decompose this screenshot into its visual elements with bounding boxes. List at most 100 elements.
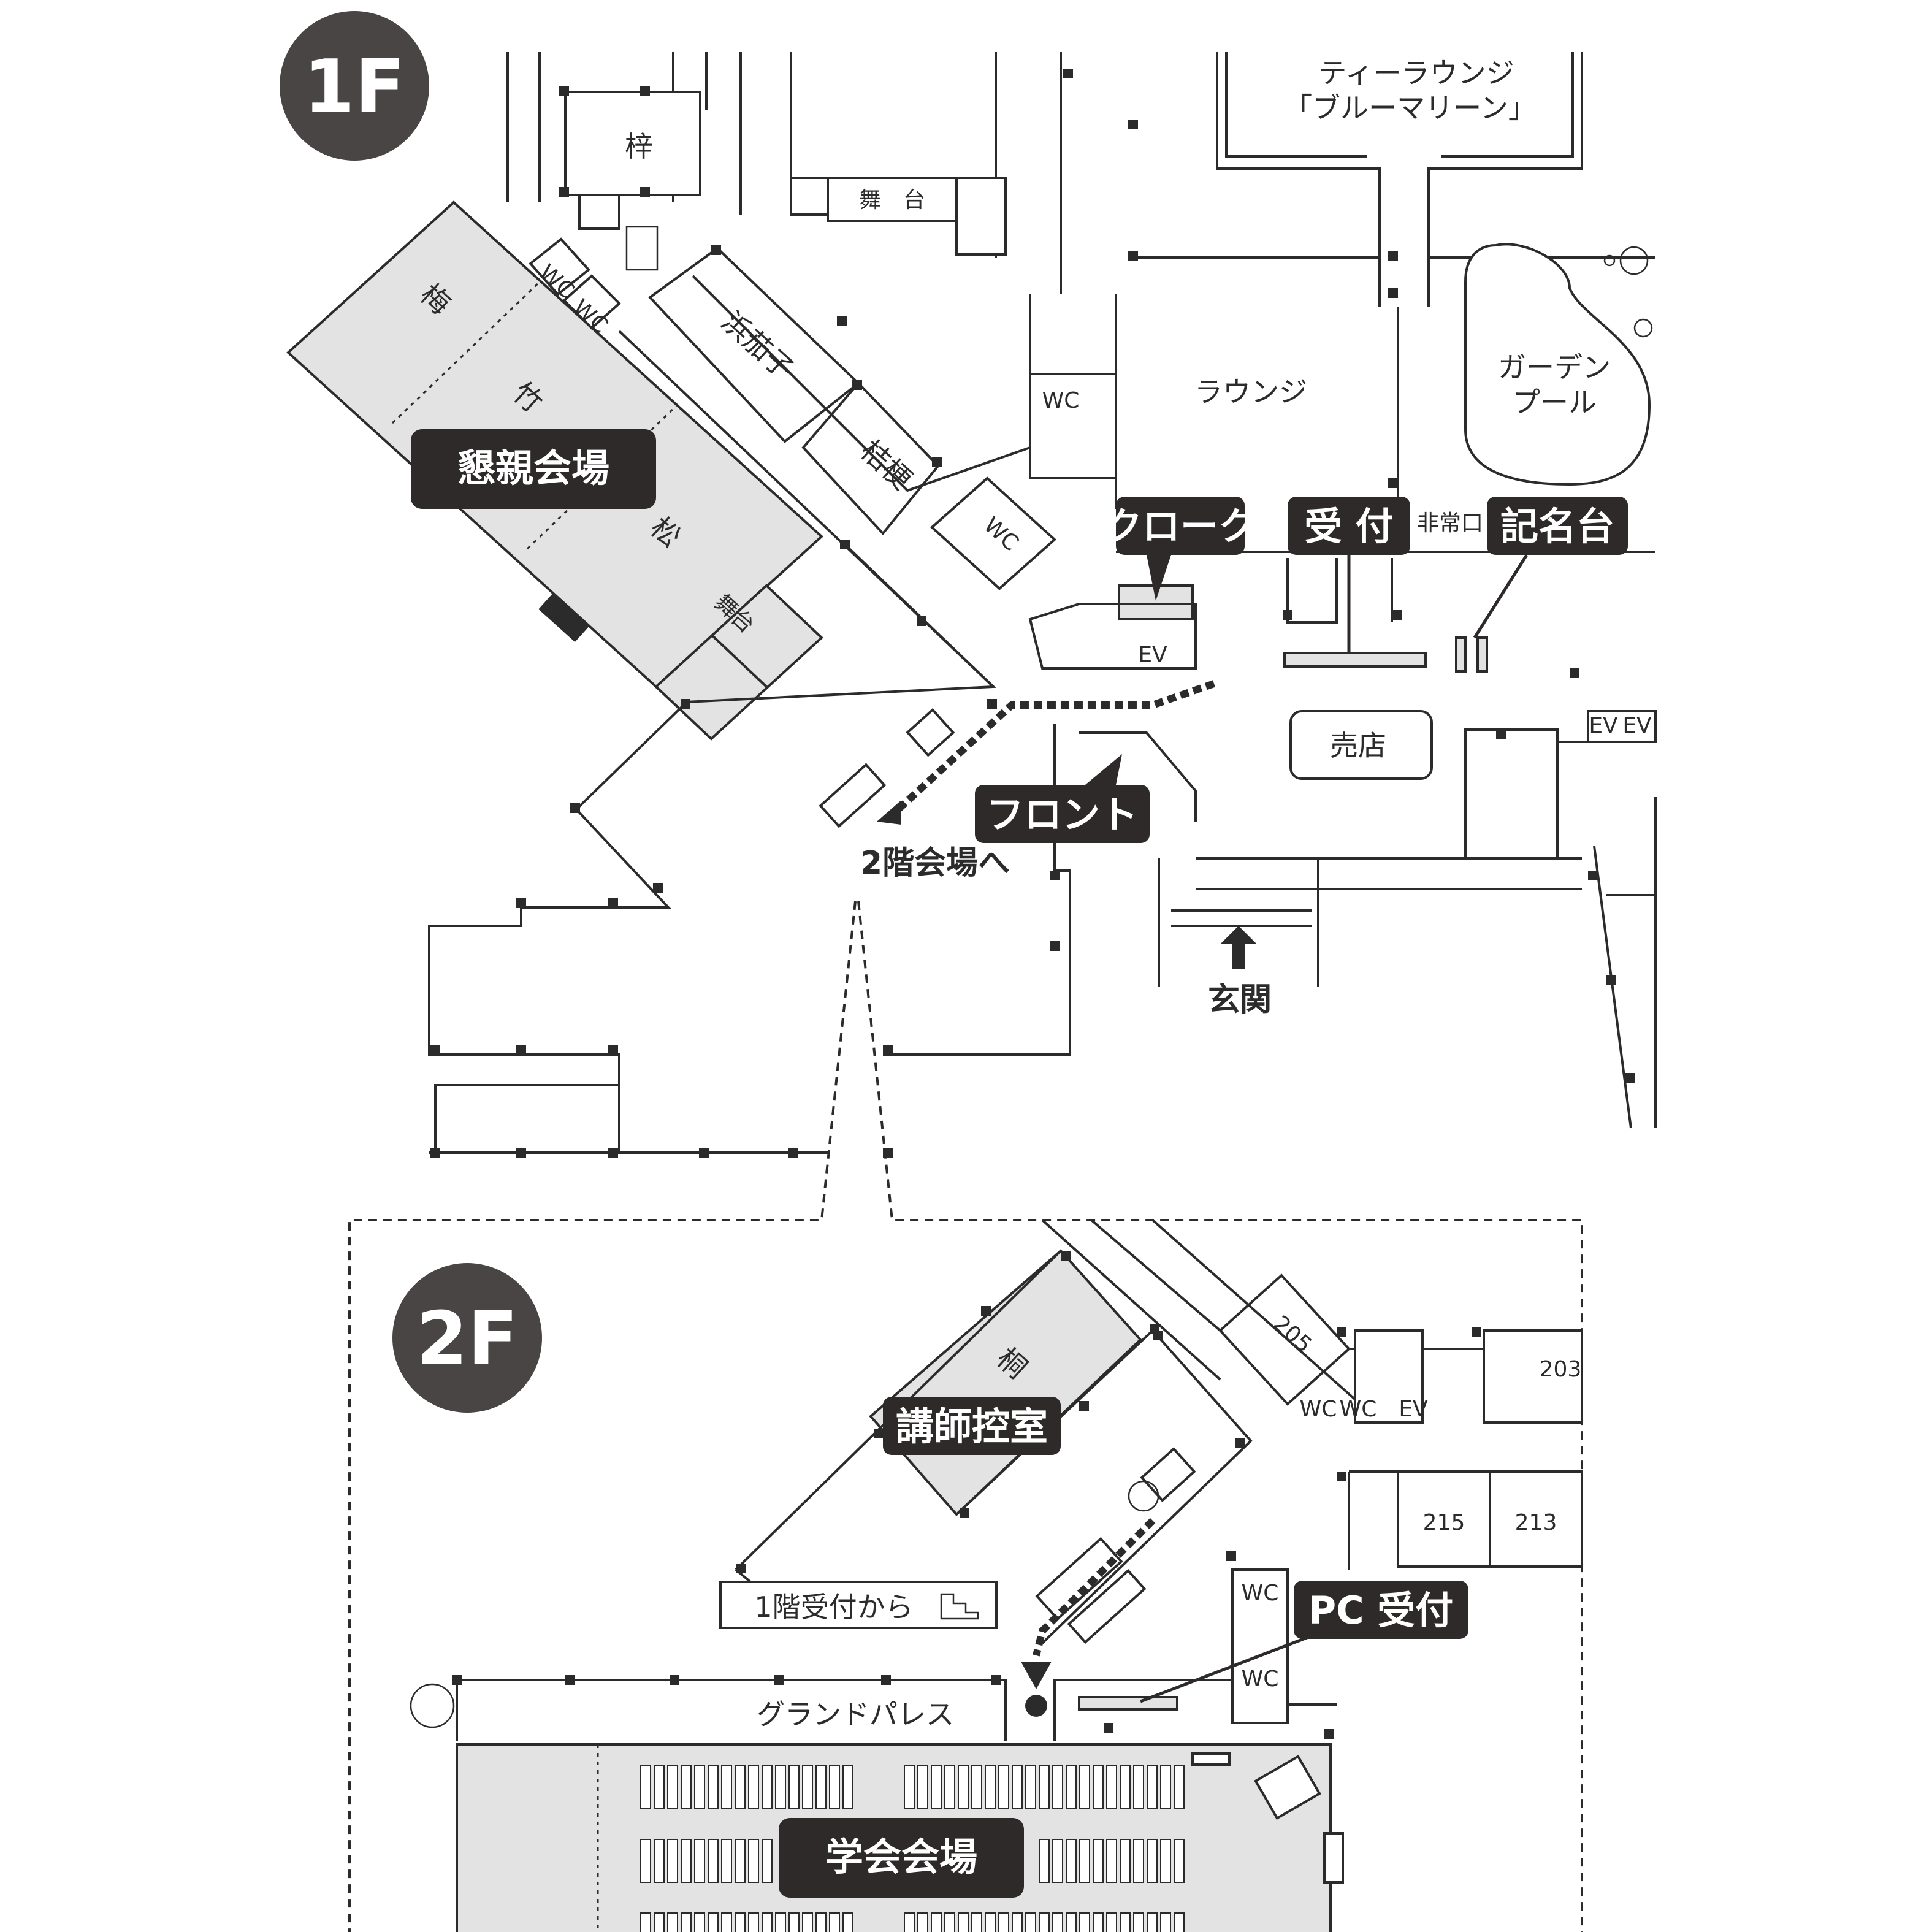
wc-mid bbox=[1029, 373, 1117, 479]
seat-column bbox=[681, 1765, 692, 1809]
route-2f bbox=[1033, 1518, 1156, 1657]
seat-column bbox=[1079, 1839, 1090, 1883]
svg-text:1階受付から: 1階受付から bbox=[754, 1590, 913, 1624]
floor-2-badge: 2F bbox=[392, 1263, 542, 1413]
seat-column bbox=[1147, 1839, 1158, 1883]
seat-column bbox=[904, 1765, 915, 1809]
wc-2f-1-label: WC bbox=[1300, 1397, 1337, 1422]
seat-column bbox=[721, 1912, 732, 1932]
room-215 bbox=[1397, 1470, 1491, 1568]
seat-column bbox=[654, 1912, 665, 1932]
connector-1f-2f bbox=[348, 901, 1583, 1932]
seat-column bbox=[748, 1912, 759, 1932]
seat-column bbox=[1147, 1765, 1158, 1809]
seat-column bbox=[1133, 1912, 1144, 1932]
registration-stand-1 bbox=[1455, 636, 1467, 673]
seat-column bbox=[1025, 1765, 1036, 1809]
wc-2f-2-label: WC bbox=[1340, 1397, 1377, 1422]
ev-label-1f: EV bbox=[1138, 643, 1167, 668]
seat-column bbox=[1160, 1765, 1171, 1809]
seat-column bbox=[681, 1839, 692, 1883]
tag-speaker-room: 講師控室 bbox=[883, 1397, 1061, 1455]
seat-column bbox=[998, 1765, 1009, 1809]
seat-column bbox=[1039, 1765, 1050, 1809]
garden-pool bbox=[1464, 243, 1651, 486]
grand-palace-label: グランドパレス bbox=[757, 1698, 954, 1731]
seat-column bbox=[1120, 1765, 1131, 1809]
tag-front: フロント bbox=[975, 754, 1150, 843]
wc-2f-3-label: WC bbox=[1242, 1581, 1279, 1606]
seat-column bbox=[1012, 1912, 1023, 1932]
destination-dot bbox=[1025, 1695, 1047, 1717]
emergency-exit-label: 非常口 bbox=[1417, 511, 1483, 536]
svg-text:フロント: フロント bbox=[986, 792, 1138, 837]
seat-column bbox=[958, 1765, 969, 1809]
seat-column bbox=[904, 1912, 915, 1932]
seat-column bbox=[762, 1912, 773, 1932]
seat-column bbox=[1079, 1765, 1090, 1809]
room-203 bbox=[1483, 1329, 1583, 1424]
seat-column bbox=[735, 1912, 746, 1932]
tag-cloak: クローク bbox=[1104, 497, 1256, 601]
seat-column bbox=[1106, 1839, 1117, 1883]
ev-2f-label: EV bbox=[1399, 1397, 1428, 1422]
wc-banquet-1 bbox=[529, 237, 590, 296]
room-215-label: 215 bbox=[1423, 1510, 1465, 1535]
seat-column bbox=[815, 1912, 827, 1932]
seat-column bbox=[971, 1912, 982, 1932]
seat-column bbox=[775, 1765, 786, 1809]
floor-1-badge: 1F bbox=[280, 11, 429, 161]
seat-column bbox=[748, 1765, 759, 1809]
seat-column bbox=[1133, 1839, 1144, 1883]
seat-column bbox=[985, 1912, 996, 1932]
shop-label: 売店 bbox=[1330, 729, 1386, 762]
seat-column bbox=[802, 1765, 813, 1809]
seat-column bbox=[1052, 1839, 1063, 1883]
svg-text:講師控室: 講師控室 bbox=[896, 1404, 1048, 1449]
stage-top-label: 舞 台 bbox=[859, 188, 925, 213]
ev-right bbox=[1587, 710, 1657, 743]
svg-text:1F: 1F bbox=[304, 45, 405, 130]
seat-column bbox=[708, 1765, 719, 1809]
tag-registration: 記名台 bbox=[1473, 497, 1628, 639]
seat-column bbox=[775, 1912, 786, 1932]
seat-column bbox=[640, 1765, 651, 1809]
seat-column bbox=[1066, 1912, 1077, 1932]
svg-text:記名台: 記名台 bbox=[1500, 504, 1614, 549]
seat-column bbox=[1012, 1765, 1023, 1809]
tag-party-hall: 懇親会場 bbox=[411, 429, 656, 509]
route-arrow-1f bbox=[877, 800, 901, 825]
seat-column bbox=[1147, 1912, 1158, 1932]
seat-column bbox=[1120, 1912, 1131, 1932]
seat-column bbox=[815, 1765, 827, 1809]
seat-column bbox=[721, 1765, 732, 1809]
svg-text:受 付: 受 付 bbox=[1304, 504, 1394, 549]
seat-column bbox=[842, 1912, 853, 1932]
garden-pool-label-2: プール bbox=[1512, 386, 1597, 419]
seat-column bbox=[1066, 1839, 1077, 1883]
seat-column bbox=[694, 1839, 705, 1883]
seat-column bbox=[829, 1765, 840, 1809]
seat-column bbox=[762, 1839, 773, 1883]
seat-column bbox=[917, 1765, 928, 1809]
seat-column bbox=[1174, 1765, 1185, 1809]
wc-banquet-2 bbox=[562, 274, 621, 330]
tag-pc-reception: PC 受付 bbox=[1140, 1581, 1468, 1703]
seat-column bbox=[1120, 1839, 1131, 1883]
svg-text:PC 受付: PC 受付 bbox=[1308, 1588, 1454, 1633]
seat-column bbox=[829, 1912, 840, 1932]
to-2f-label: 2階会場へ bbox=[860, 845, 1010, 882]
seat-column bbox=[931, 1765, 942, 1809]
seat-column bbox=[958, 1912, 969, 1932]
entrance-label: 玄関 bbox=[1208, 982, 1272, 1018]
seat-column bbox=[708, 1912, 719, 1932]
seat-column bbox=[1160, 1912, 1171, 1932]
seat-column bbox=[748, 1839, 759, 1883]
svg-text:懇親会場: 懇親会場 bbox=[457, 446, 609, 491]
seat-column bbox=[1093, 1839, 1104, 1883]
seat-column bbox=[971, 1765, 982, 1809]
seat-column bbox=[694, 1765, 705, 1809]
seat-column bbox=[735, 1765, 746, 1809]
seat-column bbox=[1106, 1912, 1117, 1932]
tag-main-hall: 学会会場 bbox=[779, 1818, 1024, 1898]
